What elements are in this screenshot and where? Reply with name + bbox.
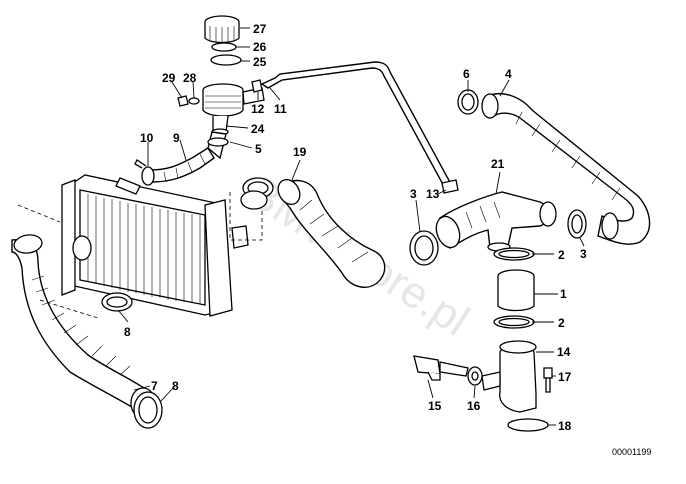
label-28: 28 — [183, 71, 197, 85]
hose-4 — [481, 92, 651, 245]
washer-28 — [188, 97, 200, 105]
clamp-8-upper — [101, 292, 133, 312]
label-13: 13 — [426, 187, 440, 201]
label-7: 7 — [151, 379, 158, 393]
label-27: 27 — [253, 22, 267, 36]
clamp-10 — [134, 159, 155, 186]
clamp-13 — [441, 179, 459, 194]
callout-labels: 27 26 25 29 28 12 11 24 10 9 5 19 6 4 21… — [124, 22, 587, 433]
label-6: 6 — [463, 67, 470, 81]
label-3-left: 3 — [410, 187, 417, 201]
label-29: 29 — [162, 71, 176, 85]
hose-21 — [435, 191, 557, 252]
label-1: 1 — [560, 287, 567, 301]
oring-18 — [507, 418, 549, 432]
label-19: 19 — [293, 145, 307, 159]
vent-line-11 — [260, 61, 453, 192]
seal-26 — [211, 42, 237, 52]
ring-3-right — [567, 209, 587, 239]
clip-12 — [251, 79, 263, 93]
clamp-6 — [457, 89, 479, 115]
reference-number: 00001199 — [612, 447, 651, 457]
label-16: 16 — [467, 399, 481, 413]
label-15: 15 — [428, 399, 442, 413]
clamp-2-upper — [493, 247, 535, 261]
label-9: 9 — [173, 131, 180, 145]
label-3-right: 3 — [580, 247, 587, 261]
label-11: 11 — [274, 102, 287, 116]
radiator — [61, 174, 249, 317]
label-24: 24 — [251, 122, 265, 136]
ring-25 — [210, 54, 242, 66]
label-2-upper: 2 — [558, 248, 565, 262]
washer-16 — [467, 366, 483, 386]
bolt-17 — [543, 367, 553, 393]
label-21: 21 — [491, 157, 505, 171]
label-8-lower: 8 — [172, 379, 179, 393]
label-26: 26 — [253, 40, 267, 54]
label-10: 10 — [140, 131, 154, 145]
label-12: 12 — [251, 102, 265, 116]
sleeve-1 — [497, 269, 535, 312]
clamp-2-lower — [493, 315, 535, 329]
label-25: 25 — [253, 55, 267, 69]
clamp-8-lower — [133, 391, 163, 429]
clamp-3-left — [409, 230, 439, 266]
cap-27 — [204, 15, 240, 44]
sensor-15 — [413, 355, 469, 381]
label-4: 4 — [505, 67, 512, 81]
label-8-upper: 8 — [124, 325, 131, 339]
leader-lines — [117, 27, 585, 426]
label-17: 17 — [558, 370, 572, 384]
label-18: 18 — [558, 419, 572, 433]
hose-19 — [277, 179, 386, 288]
label-14: 14 — [557, 345, 571, 359]
clamp-5 — [207, 137, 274, 241]
label-5: 5 — [255, 142, 262, 156]
bolt-29 — [177, 95, 189, 107]
label-2-lower: 2 — [558, 316, 565, 330]
housing-14 — [481, 340, 537, 413]
